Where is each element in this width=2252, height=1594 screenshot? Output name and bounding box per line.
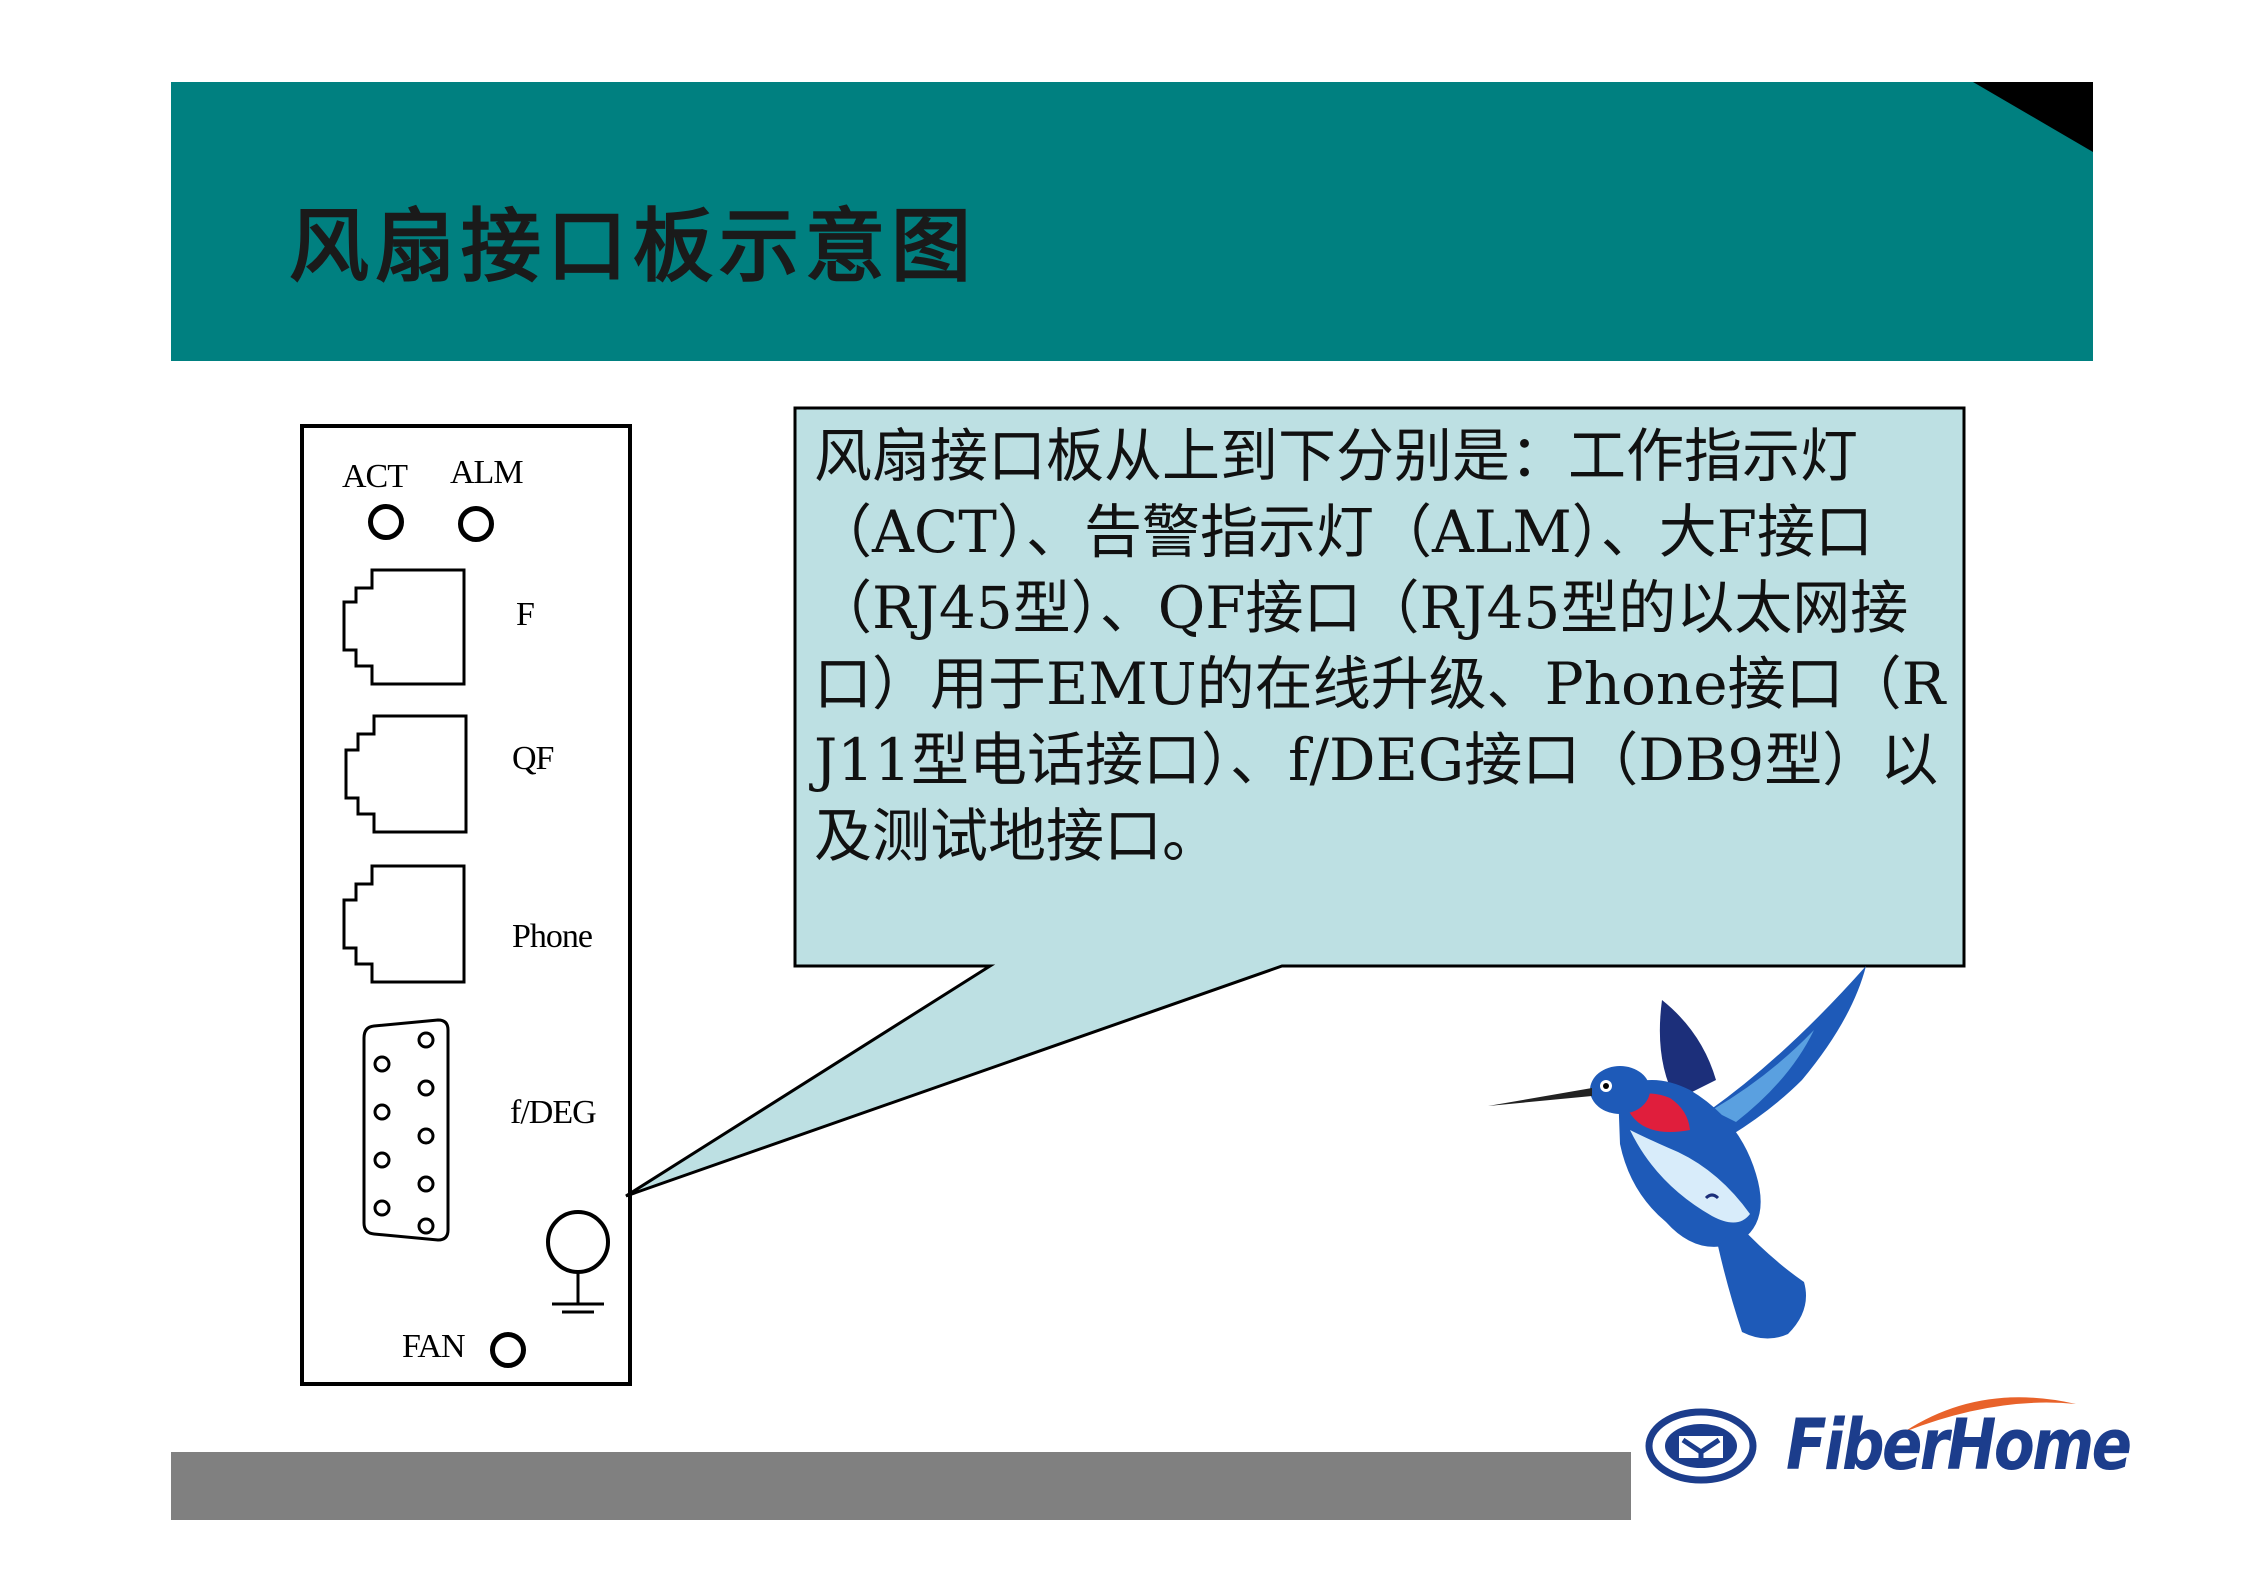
corner-accent — [1973, 82, 2093, 152]
act-led — [368, 504, 404, 540]
qf-label: QF — [512, 740, 554, 777]
callout-text: 风扇接口板从上到下分别是：工作指示灯（ACT）、告警指示灯（ALM）、大F接口（… — [814, 422, 1946, 870]
footer-bar — [171, 1452, 1631, 1520]
phone-rj11-port-icon — [342, 864, 466, 984]
fan-led — [490, 1332, 526, 1368]
hummingbird-illustration — [1488, 966, 1866, 1339]
fiberhome-logo-text: FiberHome — [1786, 1404, 2132, 1486]
act-label: ACT — [342, 458, 408, 495]
fdeg-db9-port-icon — [362, 1018, 450, 1242]
fan-label: FAN — [402, 1328, 465, 1365]
title-band: 风扇接口板示意图 — [171, 82, 2093, 361]
f-rj45-port-icon — [342, 568, 466, 686]
fiberhome-emblem-icon — [1645, 1408, 1757, 1484]
ground-terminal-icon — [546, 1210, 610, 1314]
qf-rj45-port-icon — [344, 714, 468, 834]
phone-label: Phone — [512, 918, 593, 955]
alm-label: ALM — [450, 454, 524, 491]
f-label: F — [516, 596, 535, 633]
alm-led — [458, 506, 494, 542]
fan-board-panel: ACT ALM F QF Phone f/DEG FAN — [300, 424, 632, 1386]
page-title: 风扇接口板示意图 — [289, 200, 977, 293]
fdeg-label: f/DEG — [510, 1094, 597, 1131]
logo-swoosh-icon — [1904, 1397, 2076, 1432]
